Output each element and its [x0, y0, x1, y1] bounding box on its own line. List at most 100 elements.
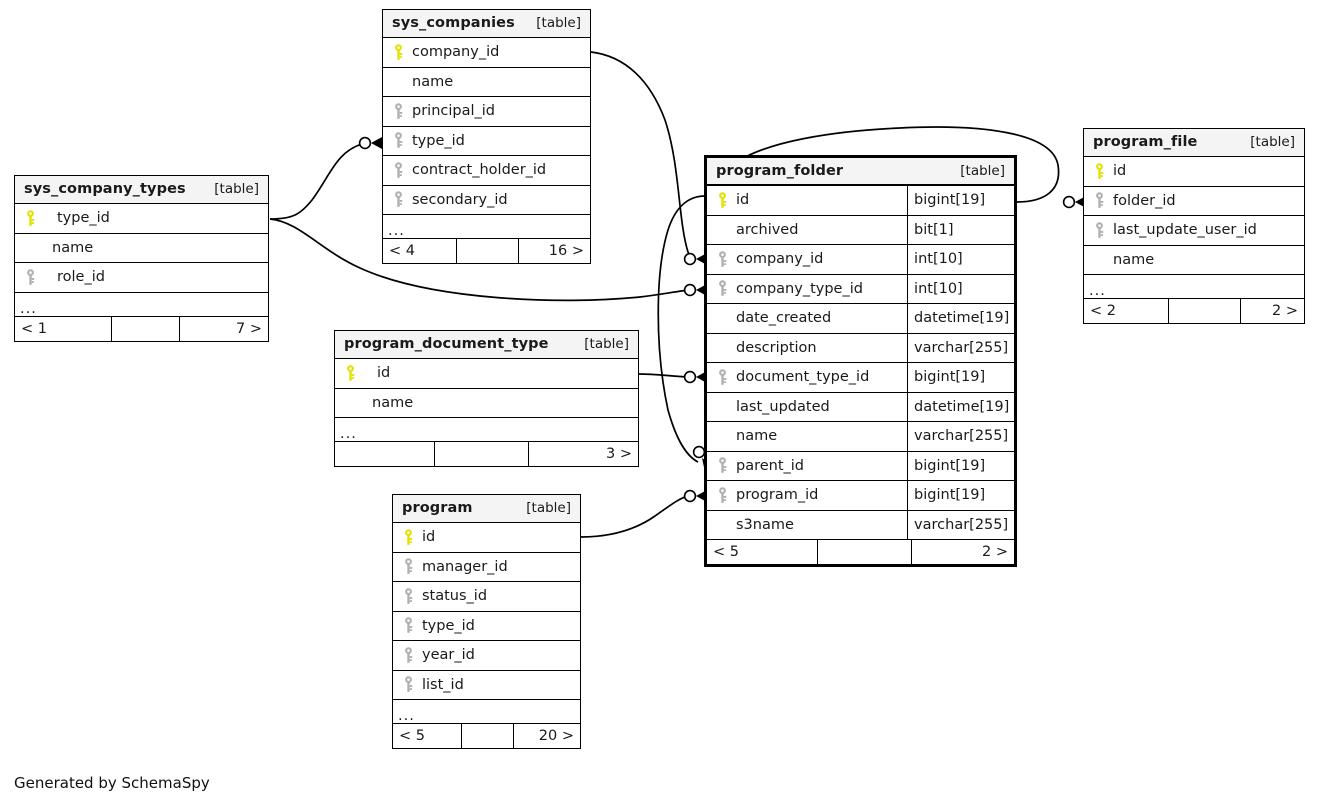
column-cell-status_id: status_id — [393, 582, 580, 611]
primary-key-icon — [400, 528, 417, 546]
primary-key-icon — [22, 209, 39, 227]
column-cell-parent_id: parent_id — [707, 452, 907, 481]
table-row[interactable]: role_id — [15, 263, 268, 293]
table-row[interactable]: name — [15, 234, 268, 263]
parents-count — [335, 442, 434, 466]
column-cell-year_id: year_id — [393, 641, 580, 670]
table-row[interactable]: secondary_id — [383, 186, 590, 215]
column-cell-type_id: type_id — [393, 612, 580, 641]
table-header-program_document_type: program_document_type [table] — [335, 331, 638, 359]
column-cell-company_type_id: company_type_id — [707, 275, 907, 304]
table-type-tag: [table] — [526, 500, 571, 516]
column-name: parent_id — [736, 457, 805, 474]
edge-documenttype-to-programfolder — [638, 373, 689, 378]
footer-middle — [817, 540, 911, 564]
table-row[interactable]: document_type_id bigint[19] — [707, 363, 1014, 393]
table-title: sys_company_types — [24, 181, 186, 197]
foreign-key-icon — [400, 558, 417, 575]
column-cell-role_id: role_id — [15, 263, 268, 292]
column-type: int[10] — [907, 245, 1014, 274]
table-row[interactable]: parent_id bigint[19] — [707, 451, 1014, 481]
column-type: bit[1] — [907, 215, 1014, 244]
table-row[interactable]: name — [1084, 246, 1304, 275]
column-name: principal_id — [412, 103, 495, 120]
table-title: program_file — [1093, 134, 1198, 150]
column-cell-archived: archived — [707, 216, 907, 245]
column-name: year_id — [422, 647, 475, 664]
column-cell-s3name: s3name — [707, 511, 907, 540]
table-row[interactable]: name varchar[255] — [707, 422, 1014, 452]
table-row[interactable]: company_id — [383, 38, 590, 68]
foreign-key-icon — [390, 191, 407, 208]
table-row[interactable]: type_id — [15, 204, 268, 234]
table-row[interactable]: type_id — [383, 127, 590, 156]
column-cell-id: id — [1084, 157, 1304, 186]
table-row[interactable]: year_id — [393, 641, 580, 671]
column-cell-folder_id: folder_id — [1084, 187, 1304, 216]
foreign-key-icon — [390, 132, 407, 149]
table-row[interactable]: id — [393, 523, 580, 553]
foreign-key-icon — [390, 102, 407, 120]
parents-count: < 5 — [399, 728, 425, 744]
table-type-tag: [table] — [584, 336, 629, 352]
parents-count: < 1 — [21, 320, 47, 337]
column-type: int[10] — [907, 274, 1014, 303]
primary-key-icon — [1091, 162, 1108, 180]
column-type: bigint[19] — [907, 186, 1014, 215]
table-row[interactable]: id — [335, 359, 638, 389]
edge-companytypes-to-companies — [269, 143, 363, 220]
column-name: document_type_id — [736, 369, 870, 386]
table-row[interactable]: id — [1084, 157, 1304, 187]
column-name: s3name — [736, 516, 794, 533]
table-row[interactable]: last_update_user_id — [1084, 216, 1304, 246]
foreign-key-icon — [714, 486, 731, 504]
children-count: 16 > — [518, 239, 590, 263]
table-title: program — [402, 500, 473, 516]
table-title: program_folder — [716, 162, 844, 179]
table-row[interactable]: principal_id — [383, 97, 590, 127]
column-type: bigint[19] — [907, 363, 1014, 392]
table-row[interactable]: name — [335, 389, 638, 418]
table-row[interactable]: type_id — [393, 612, 580, 641]
column-name: manager_id — [422, 558, 508, 575]
table-row[interactable]: contract_holder_id — [383, 156, 590, 186]
table-row[interactable]: folder_id — [1084, 187, 1304, 216]
column-name: id — [377, 365, 391, 382]
more-columns-ellipsis: ... — [383, 215, 590, 239]
primary-key-icon — [342, 364, 359, 382]
column-name: folder_id — [1113, 192, 1176, 209]
table-footer-program_document_type: 3 > — [335, 442, 638, 466]
column-name: contract_holder_id — [412, 162, 547, 179]
table-header-sys_company_types: sys_company_types[table] — [15, 176, 268, 204]
footer-middle — [456, 239, 518, 263]
table-row[interactable]: list_id — [393, 671, 580, 700]
column-type: varchar[255] — [907, 422, 1014, 451]
column-type: bigint[19] — [907, 451, 1014, 480]
column-cell-company_id: company_id — [707, 245, 907, 274]
column-name: name — [736, 428, 778, 445]
table-title: program_document_type — [344, 336, 549, 352]
table-row[interactable]: manager_id — [393, 553, 580, 582]
column-cell-description: description — [707, 334, 907, 363]
column-name: last_updated — [736, 398, 830, 415]
children-count: 7 > — [179, 316, 268, 341]
column-name: description — [736, 339, 817, 356]
table-row[interactable]: status_id — [393, 582, 580, 612]
table-row[interactable]: name — [383, 68, 590, 97]
